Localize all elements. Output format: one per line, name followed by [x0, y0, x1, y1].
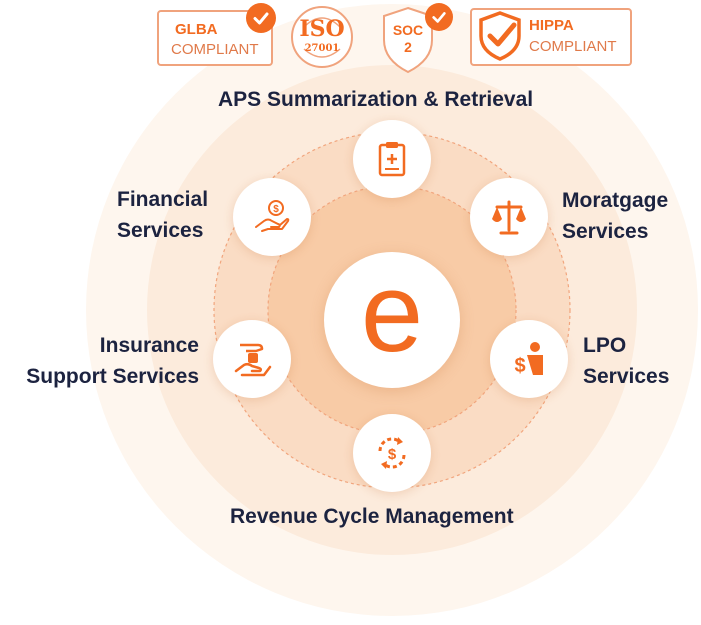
- lpo-services-node[interactable]: $: [490, 320, 568, 398]
- check-icon: [246, 3, 276, 33]
- svg-text:$: $: [514, 355, 525, 377]
- aps-node[interactable]: [353, 120, 431, 198]
- soc-shield-icon: [383, 6, 433, 74]
- financial-services-label: Financial Services: [117, 184, 208, 246]
- mortgage-services-label: Moratgage Services: [562, 185, 668, 247]
- soc-badge-title: SOC: [392, 22, 424, 38]
- financial-services-node[interactable]: $: [233, 178, 311, 256]
- logo-letter: e: [360, 250, 424, 375]
- clipboard-medical-icon: [378, 142, 406, 177]
- lpo-label-line2: Services: [583, 365, 670, 388]
- svg-text:$: $: [388, 446, 397, 463]
- mortgage-label-line2: Services: [562, 220, 649, 243]
- soc-badge-subtitle: 2: [404, 39, 412, 55]
- insurance-label-line1: Insurance: [99, 334, 199, 357]
- lpo-services-label: LPO Services: [583, 330, 669, 392]
- aps-summarization-label: APS Summarization & Retrieval: [218, 88, 534, 111]
- revenue-cycle-label: Revenue Cycle Management: [230, 505, 514, 528]
- mortgage-services-node[interactable]: [470, 178, 548, 256]
- iso-badge-title: ISO: [299, 16, 345, 42]
- glba-badge: GLBA COMPLIANT: [157, 10, 273, 66]
- glba-badge-title: GLBA: [175, 21, 218, 38]
- scales-icon: [492, 200, 526, 235]
- hippa-badge-title: HIPPA: [529, 17, 574, 34]
- hands-protect-icon: [234, 343, 272, 377]
- hand-coin-icon: $: [255, 200, 290, 232]
- hippa-shield-check-icon: [479, 11, 521, 61]
- mortgage-label-line1: Moratgage: [562, 189, 669, 212]
- glba-badge-subtitle: COMPLIANT: [171, 41, 259, 58]
- iso-badge-subtitle: 27001: [304, 43, 340, 54]
- check-icon: [425, 3, 453, 31]
- insurance-support-node[interactable]: [213, 320, 291, 398]
- insurance-support-label: Insurance Support Services: [0, 330, 199, 392]
- iso-seal-icon: [291, 6, 353, 68]
- financial-label-line2: Services: [117, 219, 204, 242]
- person-dollar-icon: $: [514, 342, 543, 377]
- svg-text:$: $: [273, 204, 279, 215]
- financial-label-line1: Financial: [117, 188, 209, 211]
- cycle-dollar-icon: $: [378, 437, 406, 469]
- lpo-label-line1: LPO: [583, 334, 627, 357]
- center-logo: e: [324, 252, 460, 388]
- hippa-badge-subtitle: COMPLIANT: [529, 38, 617, 55]
- revenue-cycle-node[interactable]: $: [353, 414, 431, 492]
- insurance-label-line2: Support Services: [26, 365, 199, 388]
